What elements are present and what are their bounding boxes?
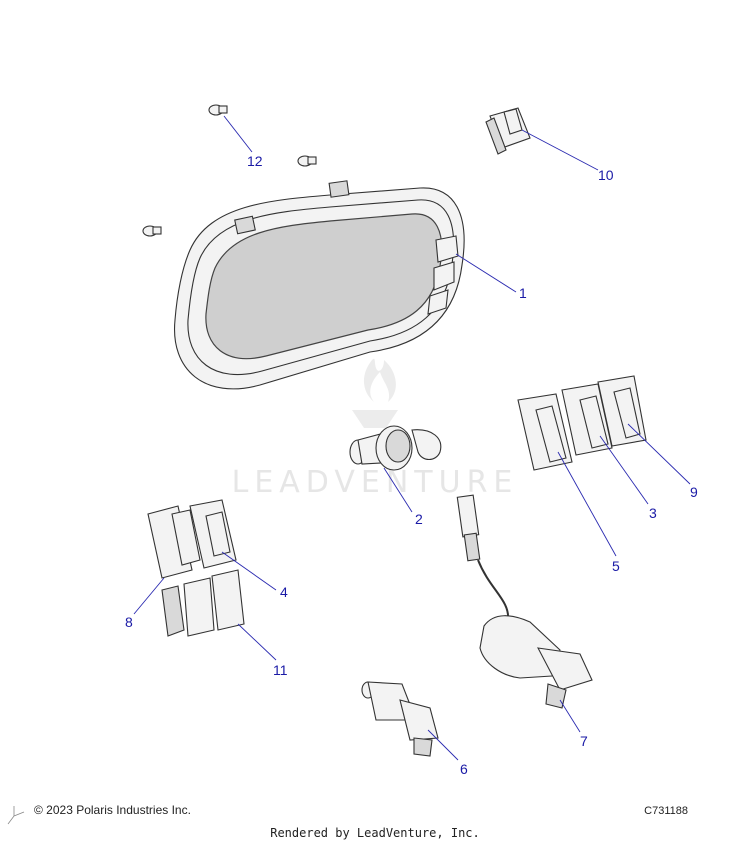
callout-10[interactable]: 10	[598, 167, 614, 183]
part-cable-assembly[interactable]	[456, 494, 593, 709]
part-rocker-switch-group-left[interactable]	[147, 499, 245, 637]
callout-3[interactable]: 3	[649, 505, 657, 521]
callout-6[interactable]: 6	[460, 761, 468, 777]
copyright-text: © 2023 Polaris Industries Inc.	[34, 803, 191, 817]
screw-icon	[297, 155, 317, 167]
callout-2[interactable]: 2	[415, 511, 423, 527]
part-screws[interactable]	[142, 104, 317, 237]
leader-lines	[133, 115, 691, 761]
callout-4[interactable]: 4	[280, 584, 288, 600]
part-power-outlet[interactable]	[361, 681, 439, 757]
part-forward-reverse-switch[interactable]	[485, 107, 531, 155]
axis-triad-icon	[7, 806, 25, 825]
callout-7[interactable]: 7	[580, 733, 588, 749]
screw-icon	[142, 225, 162, 237]
callout-8[interactable]: 8	[125, 614, 133, 630]
callout-11[interactable]: 11	[273, 662, 288, 678]
callout-12[interactable]: 12	[247, 153, 263, 169]
callout-9[interactable]: 9	[690, 484, 698, 500]
rendered-by-text: Rendered by LeadVenture, Inc.	[270, 826, 480, 840]
watermark: LEADVENTURE	[232, 358, 519, 500]
part-instrument-cluster[interactable]	[173, 180, 465, 390]
watermark-text: LEADVENTURE	[232, 465, 519, 500]
watermark-logo-icon	[352, 358, 398, 428]
callout-5[interactable]: 5	[612, 558, 620, 574]
screw-icon	[208, 104, 228, 116]
part-ignition-switch[interactable]	[349, 425, 442, 471]
callout-labels: 1 2 3 4 5 6 7 8 9 10 11 12	[125, 153, 698, 777]
callout-1[interactable]: 1	[519, 285, 527, 301]
part-rocker-switch-group-right[interactable]	[517, 375, 647, 471]
drawing-number: C731188	[644, 805, 688, 817]
